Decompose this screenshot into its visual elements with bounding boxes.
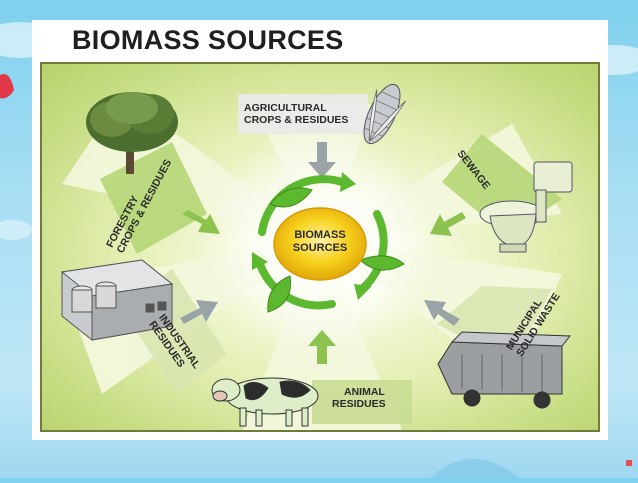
agricultural-label: AGRICULTURAL CROPS & RESIDUES — [244, 102, 348, 126]
leaf-icon — [267, 275, 292, 313]
agricultural-label-line2: CROPS & RESIDUES — [244, 114, 349, 126]
center-label-line2: SOURCES — [292, 242, 348, 254]
cow-icon — [211, 377, 319, 427]
balloon-icon — [0, 74, 14, 99]
garbage-truck-icon — [437, 331, 572, 409]
animal-label: ANIMAL RESIDUES — [332, 386, 386, 410]
cycle-arrows — [256, 175, 388, 310]
center-label-line1: BIOMASS — [294, 229, 346, 241]
diagram-graphics — [60, 83, 573, 430]
municipal-band — [437, 286, 552, 364]
slide-title: BIOMASS SOURCES — [72, 25, 344, 55]
arrow-municipal — [424, 300, 460, 326]
animal-label-line2: RESIDUES — [332, 398, 386, 410]
animal-band — [312, 380, 412, 424]
agricultural-band — [238, 94, 368, 134]
factory-icon — [60, 259, 174, 341]
leaf-icon — [359, 255, 405, 271]
arrow-forestry — [182, 210, 220, 234]
inward-arrows — [180, 142, 466, 364]
biomass-diagram: BIOMASS SOURCES AGRICULTURAL CROPS & RES… — [40, 62, 600, 432]
agricultural-label-line1: AGRICULTURAL — [244, 102, 327, 114]
arrow-animal — [308, 330, 336, 364]
toilet-icon — [479, 161, 573, 253]
center-label: BIOMASS SOURCES — [290, 229, 350, 255]
animal-label-line1: ANIMAL — [344, 386, 385, 398]
arrow-industrial — [180, 300, 218, 324]
corn-icon — [363, 83, 407, 145]
center-circle — [273, 207, 367, 281]
arrow-agricultural — [308, 142, 336, 178]
tree-icon — [86, 92, 178, 174]
arrow-sewage — [430, 212, 466, 236]
slide: BIOMASS SOURCES — [32, 20, 608, 440]
leaf-icons — [267, 187, 405, 313]
leaf-icon — [269, 187, 313, 208]
